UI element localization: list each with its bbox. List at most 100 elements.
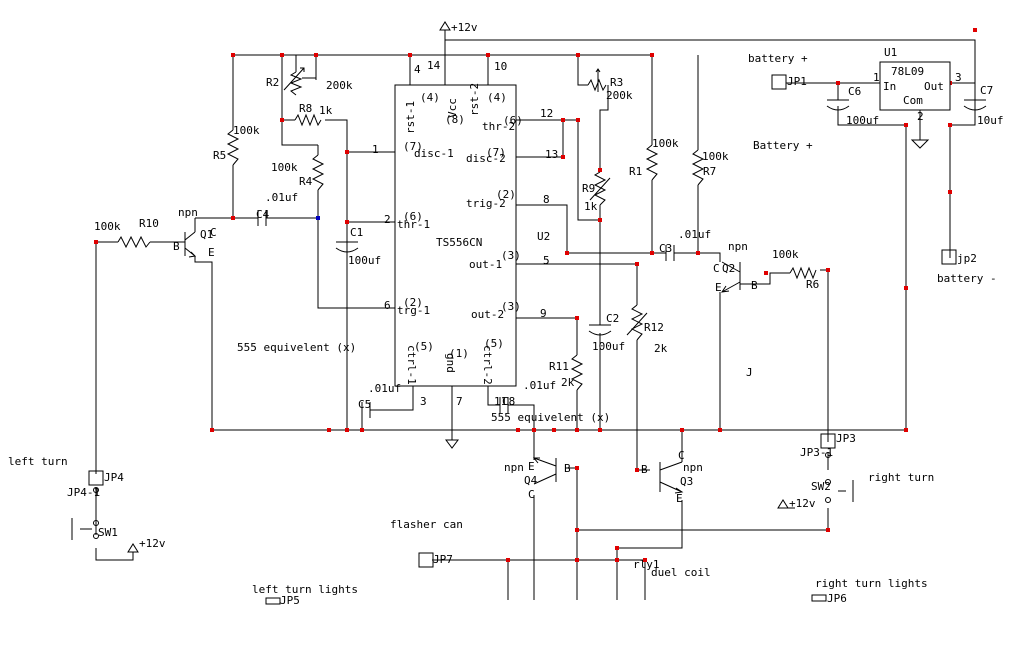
cap-c1-symbol: [335, 241, 359, 262]
ic-body: [394, 84, 517, 387]
connector-jp5: [265, 597, 281, 605]
label-jp1: JP1: [787, 75, 807, 88]
pin-label-disc-1: disc-1: [414, 147, 454, 160]
label-q4-e: E: [528, 460, 535, 473]
vcc-sw1-symbol: [127, 543, 139, 553]
cap-c8-symbol: [499, 397, 518, 413]
regulator-com: Com: [903, 94, 923, 107]
connector-jp2: [941, 249, 957, 265]
capacitors: [257, 99, 987, 418]
label-c6-value: 100uf: [846, 114, 879, 127]
label-c1-value: 100uf: [348, 254, 381, 267]
pin-alias: (3): [501, 300, 521, 313]
label-c7-value: 10uf: [977, 114, 1004, 127]
label-jp6: JP6: [827, 592, 847, 605]
label-r4: R4: [299, 175, 313, 188]
vcc-sw2-symbol: [777, 499, 789, 509]
pin-number: 10: [494, 60, 507, 73]
cap-c4-symbol: [257, 210, 276, 226]
resistor-r7-symbol: [691, 149, 705, 186]
regulator-body: [879, 61, 951, 111]
label-jp5: JP5: [280, 594, 300, 607]
power-symbols: [127, 21, 930, 553]
junction-node: [575, 466, 579, 470]
label-j: J: [746, 366, 753, 379]
ground-ic-symbol: [445, 439, 459, 449]
junction-node: [576, 118, 580, 122]
junction-node: [94, 240, 98, 244]
junction-node: [650, 251, 654, 255]
label-r5: R5: [213, 149, 226, 162]
label-q1-type: npn: [178, 206, 198, 219]
label-q2: Q2: [722, 262, 735, 275]
junction-node: [345, 428, 349, 432]
label-q3-c: C: [678, 449, 685, 462]
junction-node: [643, 558, 647, 562]
pin-number: 4: [414, 63, 421, 76]
switch-sw1-symbol: [71, 518, 92, 540]
label-c5-value: .01uf: [368, 382, 401, 395]
label-q4-type: npn: [504, 461, 524, 474]
pin-number: 1: [873, 71, 880, 84]
label-q2-c: C: [713, 262, 720, 275]
label-555-equivalent-2: 555 equivelent (x): [491, 411, 610, 424]
junction-node: [516, 428, 520, 432]
label-q3: Q3: [680, 475, 693, 488]
pin-label-vcc: Vcc: [446, 98, 459, 118]
label-q3-e: E: [676, 492, 683, 505]
junction-node: [904, 123, 908, 127]
regulator-ref: U1: [884, 46, 897, 59]
junction-node: [327, 428, 331, 432]
junction-node: [576, 53, 580, 57]
label-c8-value: .01uf: [523, 379, 556, 392]
junction-node: [615, 546, 619, 550]
resistor-r6-symbol: [789, 266, 817, 280]
label-q1: Q1: [200, 228, 213, 241]
regulator-out: Out: [924, 80, 944, 93]
label-q3-type: npn: [683, 461, 703, 474]
pin-number: 6: [384, 299, 391, 312]
pin-number: 5: [543, 254, 550, 267]
label-r1: R1: [629, 165, 642, 178]
pin-label-trig-2: trig-2: [466, 197, 506, 210]
pin-label-thr-2: thr-2: [482, 120, 515, 133]
jp4-contact: [93, 487, 99, 493]
label-r10: R10: [139, 217, 159, 230]
label-r2: R2: [266, 76, 279, 89]
label-r8-value: 1k: [319, 104, 333, 117]
pin-label-ctrl-2: ctrl-2: [481, 345, 494, 385]
pin-number: 2: [917, 110, 924, 123]
transistor-q1-symbol: [184, 231, 197, 258]
switch-sw1-contact: [93, 533, 99, 539]
label-jp4: JP4: [104, 471, 124, 484]
pin-alias: (4): [420, 91, 440, 104]
switch-sw1-contact: [93, 520, 99, 526]
junction-node: [575, 428, 579, 432]
label-q2-type: npn: [728, 240, 748, 253]
label-vcc-top: +12v: [451, 21, 478, 34]
label-jp2: jp2: [957, 252, 977, 265]
pin-alias: (7): [486, 146, 506, 159]
label-r11-value: 2k: [561, 376, 575, 389]
junction-node: [764, 271, 768, 275]
label-c4-value: .01uf: [265, 191, 298, 204]
pin-number: 2: [384, 213, 391, 226]
junction-node: [650, 53, 654, 57]
junctions: [94, 28, 977, 562]
resistor-r11-symbol: [570, 354, 584, 391]
label-q1-e: E: [208, 246, 215, 259]
label-jp3: JP3: [836, 432, 856, 445]
junction-node: [231, 216, 235, 220]
cap-c5-symbol: [361, 402, 380, 418]
pin-alias: (7): [403, 140, 423, 153]
label-r11: R11: [549, 360, 569, 373]
connector-jp1: [771, 74, 787, 90]
vcc-top-symbol: [439, 21, 451, 40]
cap-c6-symbol: [826, 99, 850, 120]
junction-node: [598, 218, 602, 222]
junction-node: [210, 428, 214, 432]
pin-alias: (6): [403, 210, 423, 223]
label-c3: C3: [659, 242, 672, 255]
resistor-r1-symbol: [645, 144, 659, 181]
